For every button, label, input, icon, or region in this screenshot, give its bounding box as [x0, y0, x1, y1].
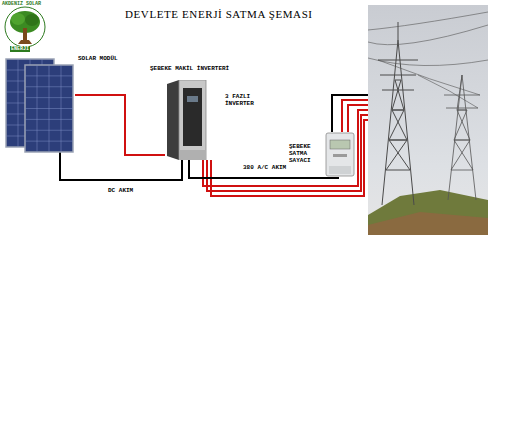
logo — [5, 7, 45, 47]
panel-label: SOLAR MODÜL — [78, 55, 118, 62]
wire-connector — [75, 95, 165, 155]
wire-label: DC AKIM — [108, 187, 133, 194]
meter-box: ŞEBEKE SATMA SAYACI — [325, 132, 355, 177]
inverter-label: ŞEBEKE MAKİL İNVERTERİ — [150, 65, 229, 72]
wire-label: 380 A/C AKIM — [243, 164, 286, 171]
wire-connector — [189, 160, 338, 178]
dc-wire — [60, 150, 182, 180]
logo-text: AKDENIZ SOLAR — [2, 1, 41, 7]
meter-box-shape — [325, 132, 355, 177]
ac-wire — [332, 95, 368, 132]
tower-photo — [368, 5, 488, 235]
inverter-note: 3 FAZLI İNVERTER — [225, 93, 261, 107]
ac-wires — [203, 100, 368, 196]
logo-text: ENERJİ — [10, 46, 30, 52]
solar-panel-shape — [5, 58, 75, 153]
diagram-title: DEVLETE ENERJİ SATMA ŞEMASI — [125, 8, 313, 20]
solar-panel: SOLAR MODÜL — [5, 58, 75, 153]
meter-label: ŞEBEKE SATMA SAYACI — [289, 143, 323, 164]
inverter-box: ŞEBEKE MAKİL İNVERTERİ3 FAZLI İNVERTER — [165, 80, 207, 160]
inverter-box-shape — [165, 80, 207, 160]
